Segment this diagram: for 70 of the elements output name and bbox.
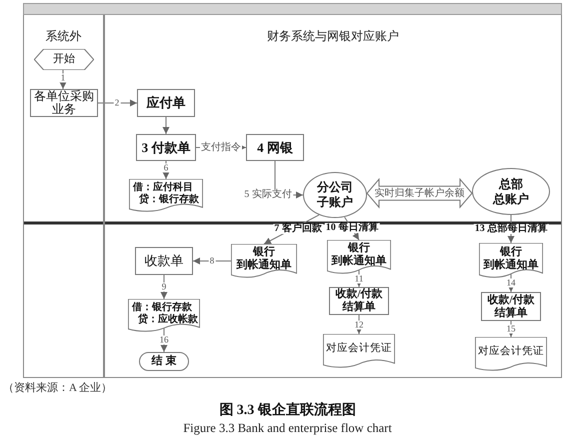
- edge-label: 15: [506, 324, 516, 334]
- process-box: [137, 89, 195, 117]
- source-note: （资料来源：A 企业）: [3, 381, 112, 396]
- document-text: 贷：应收帐款: [138, 314, 198, 326]
- edge-label: 5 实际支付: [243, 190, 293, 200]
- edge-label: 1: [60, 74, 66, 82]
- document-text: 到帐通知单: [484, 258, 538, 272]
- document-text: 银行: [253, 246, 275, 258]
- end-label: 结束: [150, 354, 180, 370]
- document-text: 借：银行存款: [132, 302, 192, 313]
- box-label: 应付单: [146, 94, 186, 112]
- edge-label: 11: [354, 274, 364, 283]
- flow-arrow: [356, 314, 362, 334]
- document-text: 借：应付科目: [133, 182, 193, 194]
- document-shape: [129, 179, 203, 212]
- edge-label: 8: [208, 256, 216, 266]
- edge-label: 2: [114, 98, 120, 108]
- edge-label: 12: [354, 320, 364, 329]
- figure-caption: Figure 3.3 Bank and enterprise flow chart: [183, 420, 392, 437]
- document-text: 对应会计凭证: [478, 344, 544, 360]
- box-label: 各单位采购业务: [33, 90, 95, 116]
- box-label: 收款单: [144, 252, 184, 270]
- box-label: 收款/付款结算单: [334, 288, 384, 314]
- document-shape: [327, 240, 391, 274]
- edge-label: 6: [162, 164, 170, 172]
- edge-label: 13 总部每日清算: [474, 224, 548, 234]
- document-text: 到帐通知单: [236, 259, 292, 272]
- flow-arrow: [192, 258, 232, 264]
- document-shape: [479, 243, 543, 278]
- flow-arrow: [162, 116, 170, 134]
- ellipse-label: 总部: [499, 176, 523, 192]
- process-box: [135, 247, 193, 275]
- document-text: 银行: [500, 246, 522, 258]
- edge-label: 16: [158, 336, 170, 344]
- box-label: 收款/付款结算单: [486, 294, 536, 320]
- document-shape: [128, 299, 200, 332]
- lane-header: 财务系统与网银对应账户: [267, 28, 399, 45]
- process-box: [246, 134, 304, 161]
- ellipse-label: 总账户: [493, 192, 529, 206]
- box-label: 4 网银: [257, 138, 293, 157]
- edge-label: 10 每日清算: [324, 223, 380, 233]
- arrow-label: 实时归集子帐户余额: [374, 188, 466, 198]
- edge-label: 14: [506, 278, 516, 288]
- document-text: 贷：银行存款: [139, 194, 199, 206]
- edge-label: 9: [160, 282, 168, 292]
- flow-arrow: [508, 273, 514, 292]
- figure-title: 图 3.3 银企直联流程图: [219, 400, 356, 420]
- process-box: [481, 292, 541, 321]
- document-text: 银行: [348, 242, 370, 254]
- edge-label: 支付指令: [200, 142, 242, 152]
- swimlane: [23, 15, 105, 378]
- end-terminal: [139, 352, 189, 371]
- document-shape: [231, 244, 297, 278]
- box-label: 3 付款单: [142, 138, 190, 157]
- flow-arrow: [508, 320, 514, 338]
- flow-arrow: [356, 269, 362, 288]
- start-label: 开始: [53, 52, 75, 68]
- swimlane: [105, 15, 562, 378]
- document-text: 到帐通知单: [332, 255, 386, 268]
- lane-header: 系统外: [46, 28, 82, 45]
- process-box: [329, 287, 389, 315]
- ellipse-label: 分公司: [317, 180, 353, 195]
- ellipse-label: 子账户: [317, 195, 353, 210]
- document-shape: [323, 334, 395, 368]
- process-box: [136, 134, 196, 161]
- start-hexagon: [34, 49, 94, 70]
- document-shape: [475, 337, 547, 371]
- edge-label: 7 客户回款: [273, 224, 323, 234]
- flow-arrow: [96, 100, 138, 106]
- document-text: 对应会计凭证: [326, 341, 392, 356]
